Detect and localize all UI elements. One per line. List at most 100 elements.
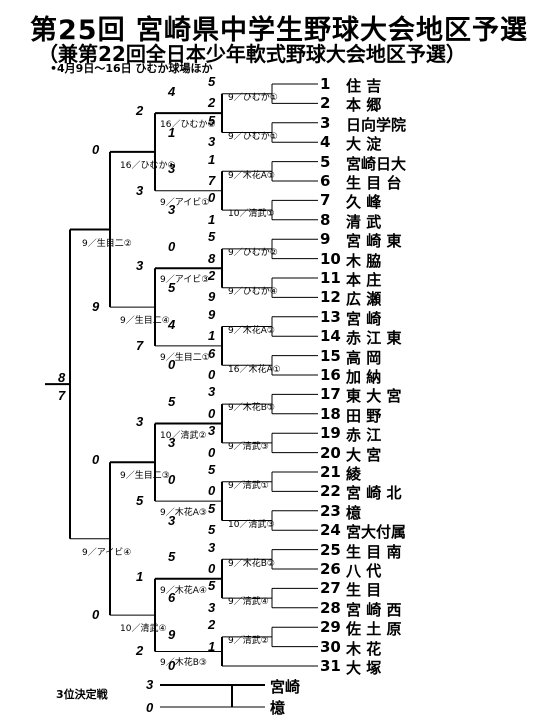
team-number: 15 <box>320 346 341 365</box>
team-name: 高 岡 <box>346 348 382 367</box>
match-label: 9／生目二③ <box>120 471 170 482</box>
page-subtitle: （兼第22回全日本少年軟式野球大会地区予選） <box>38 42 466 66</box>
match-score: 5 <box>208 522 216 538</box>
team-number: 7 <box>320 191 331 210</box>
match-score: 8 <box>58 370 66 386</box>
match-score: 5 <box>168 549 176 565</box>
team-name: 住 吉 <box>346 77 382 95</box>
match-score: 7 <box>208 173 216 188</box>
match-label: 9／清武② <box>228 636 269 647</box>
team-row: 10 木 脇 <box>320 249 412 270</box>
match-score: 9 <box>92 299 100 315</box>
match-score: 3 <box>208 599 216 615</box>
match-score: 9 <box>208 306 216 322</box>
match-score: 3 <box>168 512 176 528</box>
team-name: 大 淀 <box>346 135 382 154</box>
match-score: 2 <box>136 643 144 659</box>
match-score: 1 <box>208 328 216 344</box>
team-name: 赤 江 東 <box>346 329 402 348</box>
match-score: 3 <box>136 413 144 429</box>
team-number: 19 <box>320 424 341 443</box>
match-score: 2 <box>208 268 216 283</box>
team-number: 21 <box>320 463 341 481</box>
match-label: 9／生目二① <box>160 352 210 363</box>
team-name: 宮 崎 <box>346 309 382 328</box>
team-row: 5 宮崎日大 <box>320 152 412 173</box>
match-label: 16／木花A① <box>228 364 281 375</box>
match-score: 5 <box>136 493 144 509</box>
team-name: 木 脇 <box>346 251 382 270</box>
match-label: 10／清武② <box>160 430 207 441</box>
team-number: 23 <box>320 501 341 520</box>
team-name: 佐 土 原 <box>346 620 402 639</box>
schedule-note: •4月9日～16日 ひむか球場ほか <box>50 62 213 75</box>
match-score: 0 <box>208 561 216 576</box>
match-score: 3 <box>136 258 144 274</box>
team-name: 赤 江 <box>346 426 382 445</box>
team-name: 檍 <box>346 503 362 522</box>
match-score: 3 <box>168 202 176 218</box>
team-number: 6 <box>320 172 331 190</box>
team-number: 25 <box>320 540 341 559</box>
team-number: 14 <box>320 327 341 346</box>
match-score: 5 <box>208 500 216 516</box>
match-label: 9／木花B③ <box>160 658 207 669</box>
team-number: 10 <box>320 249 341 268</box>
match-label: 9／木花A② <box>228 325 275 336</box>
team-number: 28 <box>320 598 341 617</box>
team-name: 加 納 <box>346 368 382 386</box>
match-label: 9／生目二④ <box>120 316 170 327</box>
match-label: 16／ひむか② <box>160 120 216 131</box>
match-label: 9／清武④ <box>228 597 269 608</box>
team-name: 宮大付属 <box>346 523 407 542</box>
team-row: 14 赤 江 東 <box>320 327 412 348</box>
match-label: 9／木花A③ <box>160 508 207 519</box>
match-score: 0 <box>92 141 100 157</box>
match-score: 1 <box>208 211 216 227</box>
team-row: 29 佐 土 原 <box>320 618 412 639</box>
team-row: 15 高 岡 <box>320 346 412 367</box>
match-label: 9／アイビ③ <box>160 275 210 286</box>
match-score: 3 <box>168 434 176 450</box>
match-label: 9／ひむか④ <box>228 287 278 297</box>
match-score: 7 <box>136 337 144 353</box>
team-number: 2 <box>320 94 331 113</box>
match-score: 0 <box>168 238 176 254</box>
team-number: 26 <box>320 560 341 578</box>
team-name: 久 峰 <box>346 193 382 212</box>
match-score: 5 <box>168 394 176 410</box>
team-number: 11 <box>320 269 341 287</box>
team-number: 30 <box>320 637 341 656</box>
team-name: 宮崎日大 <box>346 154 407 173</box>
match-score: 5 <box>208 74 216 89</box>
match-score: 0 <box>208 444 216 460</box>
team-number: 5 <box>320 152 331 171</box>
match-score: 0 <box>208 190 216 206</box>
match-score: 0 <box>168 357 176 373</box>
match-label: 10／清武① <box>228 209 275 220</box>
team-name: 大 宮 <box>346 445 382 464</box>
team-number: 22 <box>320 482 341 501</box>
team-number: 1 <box>320 75 331 93</box>
team-number: 9 <box>320 230 331 249</box>
match-score: 6 <box>208 345 216 361</box>
match-score: 4 <box>168 83 176 99</box>
match-label: 9／清武① <box>228 481 269 491</box>
third-place-team-bottom: 檍 <box>270 699 286 717</box>
team-name: 生 目 <box>346 581 382 600</box>
match-score: 9 <box>168 626 176 642</box>
match-label: 9／木花A① <box>228 170 275 181</box>
team-number: 29 <box>320 618 341 637</box>
third-place-score-bottom: 0 <box>146 700 154 715</box>
